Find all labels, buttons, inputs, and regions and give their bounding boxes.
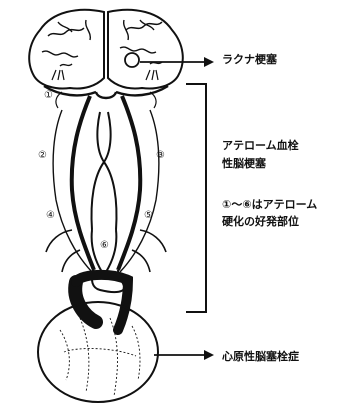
label-note-line1: ①〜⑥はアテローム xyxy=(222,197,317,212)
label-atherothrombotic-line1: アテローム血栓 xyxy=(222,138,299,153)
right-carotid-artery xyxy=(118,96,159,272)
site-marker-6: ⑥ xyxy=(100,240,109,251)
site-marker-1: ① xyxy=(44,90,53,101)
site-markers: ① ② ③ ④ ⑤ ⑥ xyxy=(38,90,165,251)
label-cardioembolic: 心原性脳塞栓症 xyxy=(222,349,299,364)
label-lacunar-infarction: ラクナ梗塞 xyxy=(222,52,277,67)
arrow-cardioembolic xyxy=(154,350,214,360)
external-carotid-branches xyxy=(46,230,166,272)
arrow-lacunar xyxy=(140,57,214,67)
bracket-atherothrombotic xyxy=(186,84,206,312)
brain-outline xyxy=(29,10,183,89)
site-marker-3: ③ xyxy=(156,150,165,161)
site-marker-2: ② xyxy=(38,150,47,161)
site-marker-4: ④ xyxy=(46,210,55,221)
aortic-arch xyxy=(75,270,128,330)
site-marker-5: ⑤ xyxy=(144,210,153,221)
label-note-line2: 硬化の好発部位 xyxy=(222,214,299,229)
lacunar-site-circle xyxy=(125,53,139,67)
label-atherothrombotic-line2: 性脳梗塞 xyxy=(222,156,266,171)
left-carotid-artery xyxy=(53,96,94,272)
